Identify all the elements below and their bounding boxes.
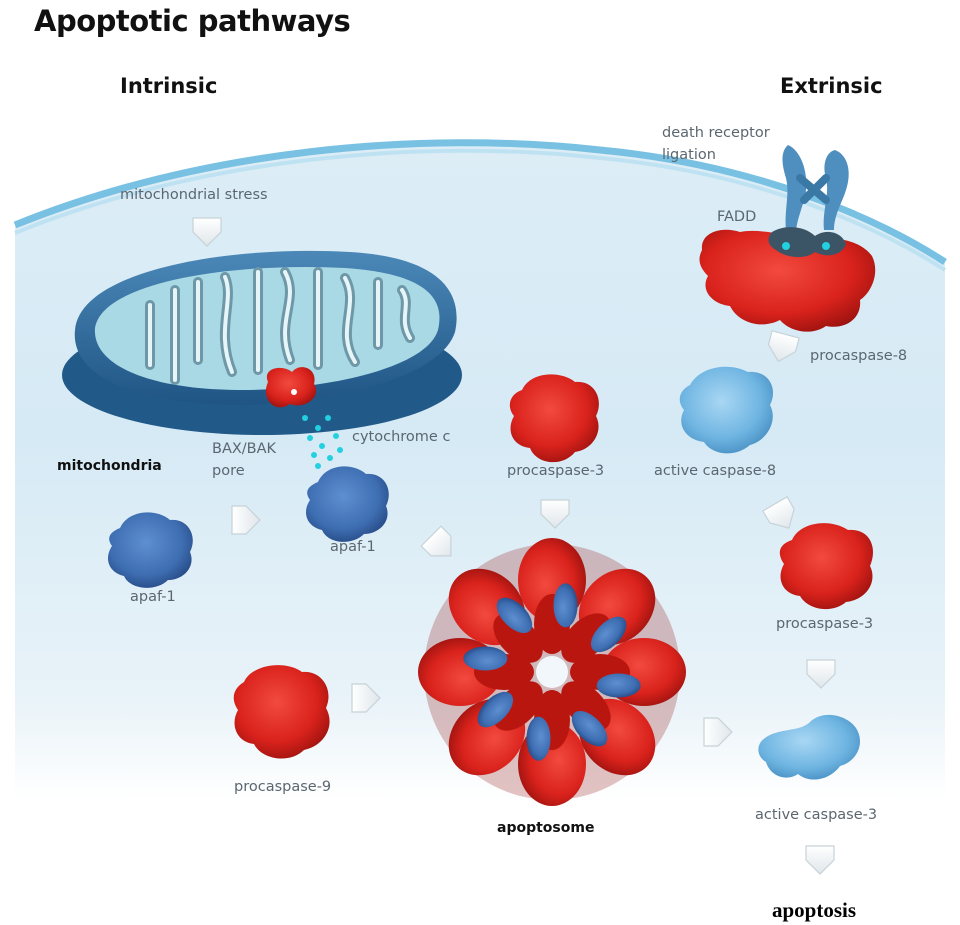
procaspase-9-label: procaspase-9: [234, 779, 332, 795]
cytochrome-c-label: cytochrome c: [352, 429, 451, 445]
bax-bak-label: BAX/BAK: [212, 441, 277, 457]
arrow-apoptosome-right: [703, 717, 733, 747]
arrow-procaspase-3-right-down: [806, 659, 836, 689]
pore-label: pore: [212, 463, 245, 479]
arrow-caspase-8-down: [762, 496, 795, 529]
apoptosome-spoke: [518, 538, 586, 654]
mitochondria-label: mitochondria: [57, 458, 162, 474]
ligation-label: ligation: [662, 147, 716, 163]
active-caspase-8: [679, 366, 774, 454]
apoptosome-spoke: [561, 568, 656, 663]
apaf-1-center: [306, 466, 389, 542]
apoptosis-label: apoptosis: [772, 898, 857, 922]
procaspase-3-center-label: procaspase-3: [507, 463, 605, 479]
apoptosome-spoke: [561, 681, 656, 776]
death-receptor-label: death receptor: [662, 125, 770, 141]
arrow-apaf-right: [231, 505, 261, 535]
apoptosome-spoke: [448, 568, 543, 663]
active-caspase-3: [758, 714, 861, 780]
arrow-procaspase-3-down: [540, 499, 570, 529]
arrow-apaf-to-apoptosome: [420, 525, 452, 557]
diagram-title: Apoptotic pathways: [34, 4, 351, 38]
apaf-1-center-label: apaf-1: [330, 539, 376, 555]
arrow-procaspase-8-down: [767, 330, 800, 363]
procaspase-9: [233, 665, 330, 759]
mitochondrion: [62, 250, 462, 435]
apoptosome-spoke: [418, 638, 534, 706]
cell-membrane: [13, 139, 947, 265]
apoptosome-spoke: [518, 690, 586, 806]
extrinsic-header: Extrinsic: [780, 74, 883, 98]
arrow-apoptosis: [805, 845, 835, 875]
arrow-mito-stress: [192, 217, 222, 247]
apoptosome-spoke: [448, 681, 543, 776]
active-caspase-8-label: active caspase-8: [654, 463, 777, 479]
fadd-procaspase-8-complex: [699, 227, 876, 332]
bax-bak-pore: [265, 367, 317, 408]
mitochondrial-stress-label: mitochondrial stress: [120, 187, 268, 203]
fadd-label: FADD: [717, 209, 757, 225]
procaspase-3-right-label: procaspase-3: [776, 616, 874, 632]
active-caspase-3-label: active caspase-3: [755, 807, 878, 823]
apaf-1-left-label: apaf-1: [130, 589, 176, 605]
death-receptor: [782, 145, 849, 230]
apaf-1-left: [108, 512, 193, 588]
apoptosome-label: apoptosome: [497, 820, 595, 836]
procaspase-3-center: [509, 374, 599, 463]
procaspase-8-label: procaspase-8: [810, 348, 908, 364]
arrow-procaspase-9-right: [351, 683, 381, 713]
procaspase-3-right: [779, 523, 874, 610]
apoptosome-spoke: [570, 638, 686, 706]
intrinsic-header: Intrinsic: [120, 74, 218, 98]
apoptosome: [418, 538, 686, 806]
cytochrome-c-molecules: [302, 415, 343, 469]
